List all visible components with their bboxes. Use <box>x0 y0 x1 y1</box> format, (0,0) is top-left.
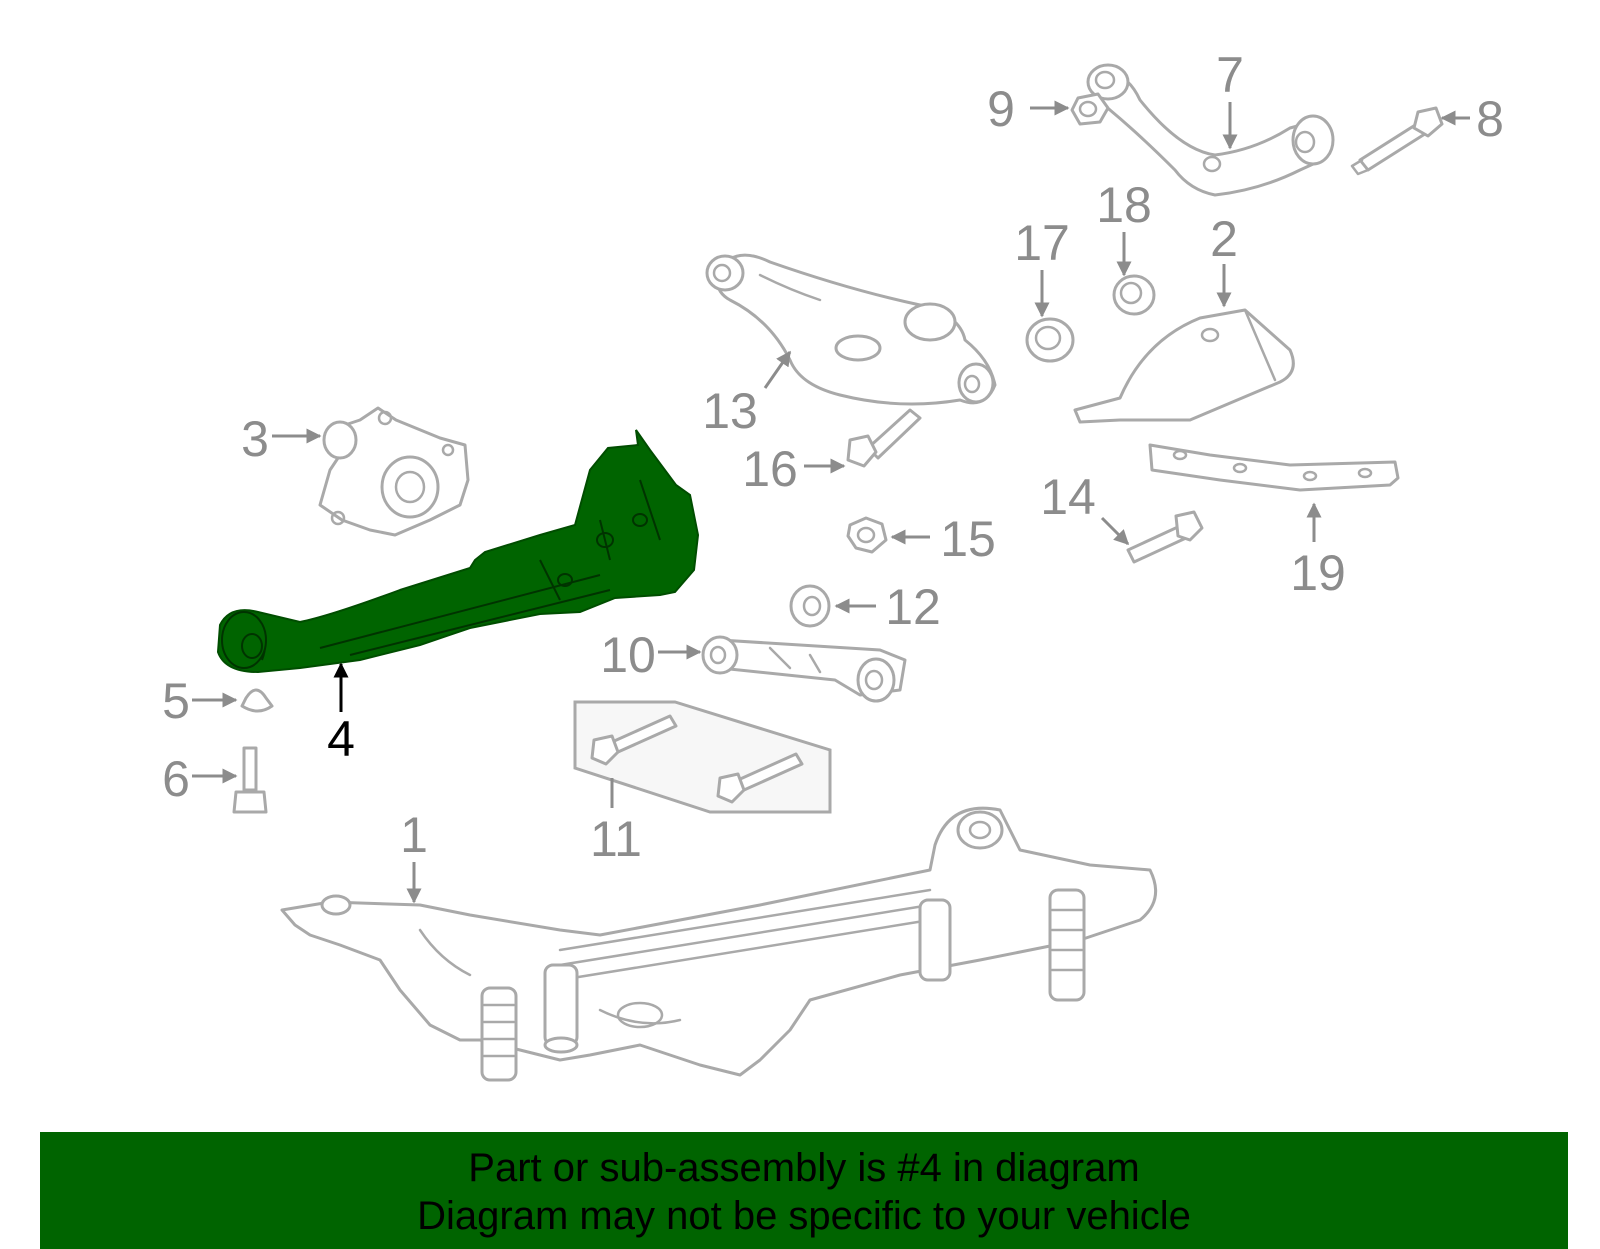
callout-13: 13 <box>702 383 758 439</box>
callout-2: 2 <box>1210 211 1238 267</box>
callout-17: 17 <box>1014 215 1070 271</box>
callout-12: 12 <box>885 579 941 635</box>
part-14-bolt[interactable] <box>1126 510 1204 564</box>
callout-8: 8 <box>1476 91 1504 147</box>
part-13-lower-arm[interactable] <box>705 253 997 406</box>
part-4-trailing-arm[interactable] <box>216 429 700 674</box>
caption-banner: Part or sub-assembly is #4 in diagram Di… <box>40 1132 1568 1249</box>
callout-7: 7 <box>1216 47 1244 103</box>
part-19-bar[interactable] <box>1148 443 1400 492</box>
part-10-link[interactable] <box>701 635 907 703</box>
part-11-bolt-kit[interactable] <box>573 700 832 814</box>
callout-15: 15 <box>940 511 996 567</box>
part-1-subframe[interactable] <box>280 806 1158 1082</box>
part-17-bushing[interactable] <box>1025 317 1075 363</box>
callout-16: 16 <box>742 441 798 497</box>
callout-1: 1 <box>400 807 428 863</box>
part-5-washer[interactable] <box>240 688 274 713</box>
part-16-bolt[interactable] <box>846 408 922 468</box>
part-15-nut[interactable] <box>846 516 888 554</box>
callout-9: 9 <box>987 81 1015 137</box>
callout-3: 3 <box>241 411 269 467</box>
callout-14: 14 <box>1040 469 1096 525</box>
callout-labels: 1 2 3 4 5 6 7 8 9 10 11 12 13 14 15 16 1… <box>162 47 1504 867</box>
part-8-bolt[interactable] <box>1350 106 1444 176</box>
callout-6: 6 <box>162 751 190 807</box>
part-4-shape[interactable] <box>216 429 700 674</box>
callout-19: 19 <box>1290 545 1346 601</box>
part-2-bracket[interactable] <box>1073 308 1295 424</box>
part-7-upper-arm[interactable] <box>1086 63 1335 197</box>
callout-10: 10 <box>600 627 656 683</box>
callout-5: 5 <box>162 673 190 729</box>
callout-18: 18 <box>1096 177 1152 233</box>
part-12-bushing[interactable] <box>789 584 831 628</box>
caption-line-1: Part or sub-assembly is #4 in diagram <box>468 1146 1140 1190</box>
part-3-knuckle[interactable] <box>318 406 470 537</box>
callout-4: 4 <box>327 711 355 767</box>
callout-11: 11 <box>590 811 642 867</box>
leader-lines <box>192 100 1470 904</box>
part-9-nut[interactable] <box>1070 92 1110 126</box>
part-18-bushing[interactable] <box>1112 274 1156 316</box>
part-6-bolt[interactable] <box>232 746 268 814</box>
caption-line-2: Diagram may not be specific to your vehi… <box>417 1194 1191 1238</box>
